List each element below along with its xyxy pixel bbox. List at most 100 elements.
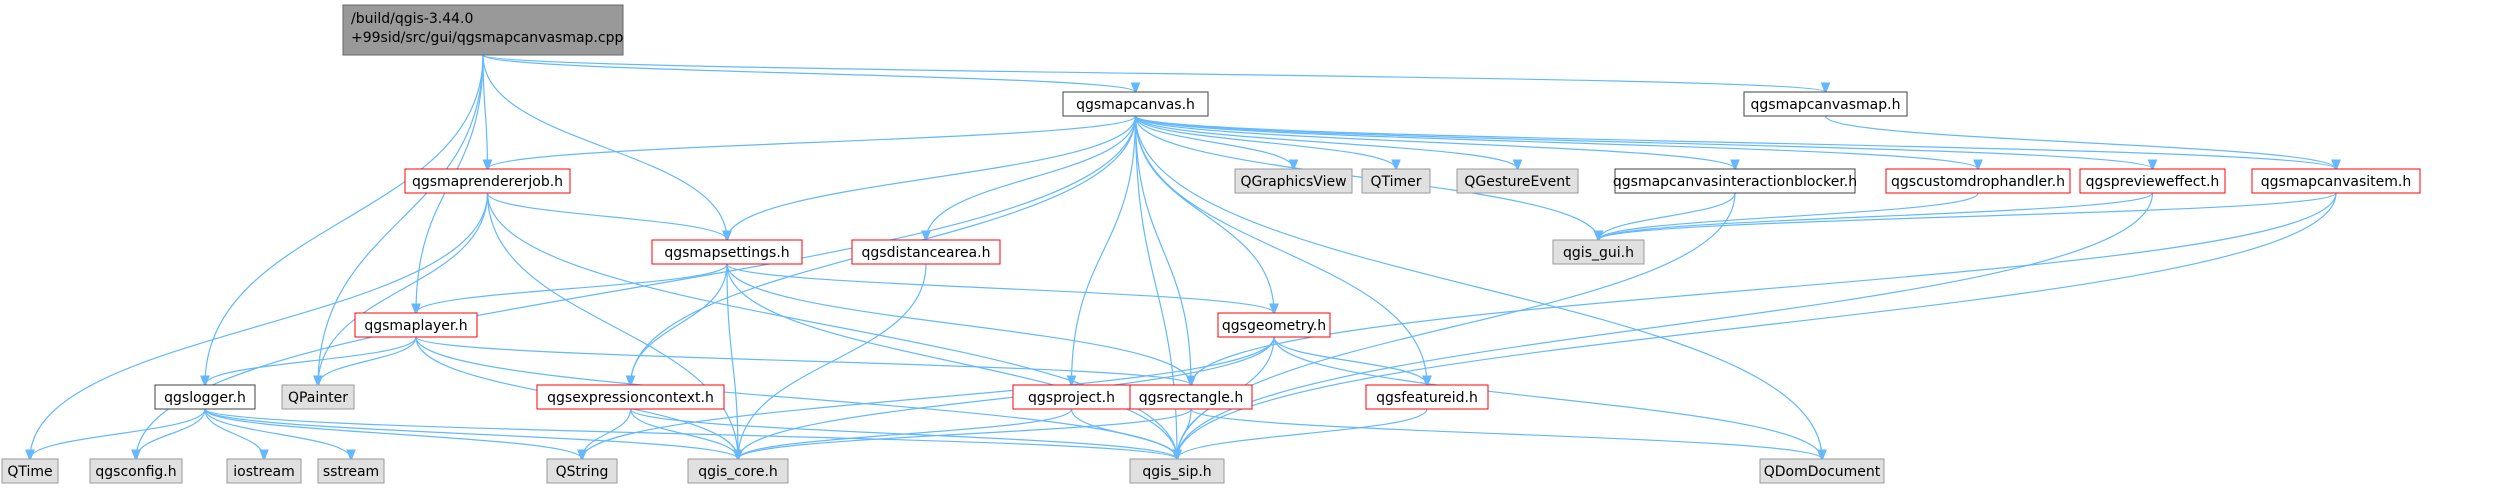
node-blocker[interactable]: qgsmapcanvasinteractionblocker.h: [1613, 168, 1857, 194]
edge-canvas-to-blocker: [1134, 115, 1736, 169]
node-gui: qgis_gui.h: [1552, 239, 1645, 265]
node-box: [1614, 168, 1856, 194]
node-box: [404, 168, 571, 194]
nodes: /build/qgis-3.44.0 +99sid/src/gui/qgsmapc…: [1, 4, 2421, 484]
node-rectangle[interactable]: qgsrectangle.h: [1129, 384, 1253, 410]
edge-settings-to-maplayer: [416, 263, 728, 313]
edge-settings-to-core: [726, 263, 738, 459]
node-distance[interactable]: qgsdistancearea.h: [851, 239, 1001, 265]
node-renderjob[interactable]: qgsmaprendererjob.h: [404, 168, 571, 194]
node-label: /build/qgis-3.44.0: [351, 11, 473, 27]
edge-project-to-sip: [1070, 408, 1178, 459]
node-iostream: iostream: [226, 458, 302, 484]
node-label: +99sid/src/gui/qgsmapcanvasmap.cpp: [351, 30, 623, 46]
node-label: qgsconfig.h: [95, 464, 176, 480]
edge-canvas-to-dropcustom: [1134, 115, 1979, 169]
node-gesture: QGestureEvent: [1456, 168, 1579, 194]
node-config: qgsconfig.h: [89, 458, 183, 484]
edge-logger-to-sip: [204, 408, 1177, 459]
edge-geometry-to-featureid: [1273, 336, 1427, 385]
node-box: [1885, 168, 2071, 194]
node-label: qgis_sip.h: [1142, 464, 1211, 480]
node-label: qgsmapcanvasitem.h: [2261, 174, 2411, 190]
node-label: QGestureEvent: [1464, 174, 1571, 190]
edge-featureid-to-sip: [1177, 408, 1428, 459]
edge-canvas-to-gview: [1134, 115, 1294, 169]
node-box: [226, 458, 302, 484]
node-label: qgis_gui.h: [1563, 245, 1634, 261]
node-settings[interactable]: qgsmapsettings.h: [651, 239, 803, 265]
node-box: [546, 458, 618, 484]
node-maplayer[interactable]: qgsmaplayer.h: [354, 312, 478, 338]
node-dropcustom[interactable]: qgscustomdrophandler.h: [1885, 168, 2071, 194]
node-label: iostream: [233, 464, 295, 480]
edge-renderjob-to-sip: [486, 192, 1178, 459]
edge-dropcustom-to-gui: [1599, 192, 1979, 240]
node-sstream: sstream: [317, 458, 385, 484]
edge-logger-to-sstream: [204, 408, 351, 459]
edge-logger-to-qstring: [204, 408, 582, 459]
edge-settings-to-exprctx: [631, 263, 728, 385]
node-box: [1552, 239, 1645, 265]
node-canvasmap[interactable]: qgsmapcanvasmap.h: [1743, 91, 1908, 117]
edge-maplayer-to-logger: [205, 336, 417, 385]
edge-blocker-to-gui: [1599, 192, 1736, 240]
node-root[interactable]: /build/qgis-3.44.0 +99sid/src/gui/qgsmapc…: [342, 4, 624, 56]
edge-maplayer-to-qpainter: [318, 336, 417, 385]
node-gview: QGraphicsView: [1234, 168, 1353, 194]
node-logger[interactable]: qgslogger.h: [154, 384, 256, 410]
node-box: [1743, 91, 1908, 117]
node-box: [687, 458, 789, 484]
node-label: QGraphicsView: [1240, 174, 1346, 190]
node-label: qgsexpressioncontext.h: [547, 390, 714, 406]
node-box: [1456, 168, 1579, 194]
edge-canvas-to-geometry: [1134, 115, 1275, 313]
node-qtime: QTime: [1, 458, 59, 484]
edge-renderjob-to-core: [486, 192, 739, 459]
node-box: [651, 239, 803, 265]
node-box: [1217, 312, 1331, 338]
node-label: qgis_core.h: [698, 464, 778, 480]
node-featureid[interactable]: qgsfeatureid.h: [1365, 384, 1489, 410]
edge-logger-to-qtime: [30, 408, 206, 459]
edge-rectangle-to-domdoc: [1190, 408, 1822, 459]
edge-canvas-to-renderjob: [488, 115, 1137, 169]
node-box: [1365, 384, 1489, 410]
node-box: [354, 312, 478, 338]
node-geometry[interactable]: qgsgeometry.h: [1217, 312, 1331, 338]
edge-canvasmap-to-canvasitem: [1824, 115, 2337, 169]
node-label: qgsfeatureid.h: [1376, 390, 1478, 406]
node-box: [154, 384, 256, 410]
edge-rectangle-to-core: [738, 408, 1192, 459]
node-canvas[interactable]: qgsmapcanvas.h: [1062, 91, 1209, 117]
node-label: qgsmaprendererjob.h: [412, 174, 563, 190]
edge-settings-to-sip: [726, 263, 1177, 459]
node-label: qgsmapcanvasinteractionblocker.h: [1613, 174, 1857, 190]
node-core: qgis_core.h: [687, 458, 789, 484]
edge-geometry-to-qstring: [582, 336, 1275, 459]
node-label: qgslogger.h: [164, 390, 246, 406]
node-box: [1129, 458, 1225, 484]
edge-canvas-to-canvasitem: [1134, 115, 2337, 169]
node-label: QTime: [7, 464, 52, 480]
node-project[interactable]: qgsproject.h: [1012, 384, 1131, 410]
node-preview[interactable]: qgsprevieweffect.h: [2079, 168, 2226, 194]
edges: [30, 54, 2337, 459]
node-label: qgsmapcanvasmap.h: [1751, 97, 1901, 113]
edge-project-to-core: [738, 408, 1073, 459]
node-label: qgscustomdrophandler.h: [1891, 174, 2065, 190]
edge-root-to-renderjob: [483, 54, 488, 169]
node-box: [1, 458, 59, 484]
node-exprctx[interactable]: qgsexpressioncontext.h: [536, 384, 725, 410]
edge-canvas-to-gesture: [1134, 115, 1518, 169]
node-box: [317, 458, 385, 484]
node-canvasitem[interactable]: qgsmapcanvasitem.h: [2251, 168, 2421, 194]
node-box: [281, 384, 355, 410]
node-label: qgsmapsettings.h: [664, 245, 789, 261]
node-box: [89, 458, 183, 484]
node-label: qgsrectangle.h: [1139, 390, 1243, 406]
edge-renderjob-to-settings: [486, 192, 728, 240]
node-qtimer: QTimer: [1361, 168, 1431, 194]
node-box: [2079, 168, 2226, 194]
edge-geometry-to-domdoc: [1273, 336, 1822, 459]
